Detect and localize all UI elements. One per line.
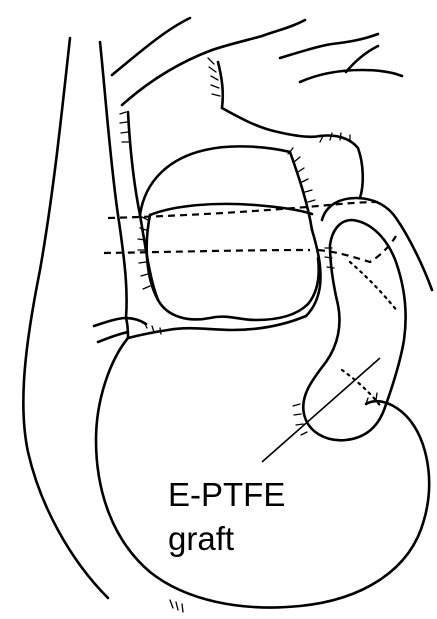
superior-vena-cava (23, 38, 126, 598)
graft-label-line-2: graft (168, 519, 234, 559)
aortic-arch-branches (112, 18, 402, 108)
graft-label-line-1: E-PTFE (168, 475, 285, 515)
central-chamber (147, 204, 319, 320)
connecting-vessel (94, 318, 146, 342)
dotted-lines (342, 262, 398, 408)
label-leader (262, 358, 380, 462)
